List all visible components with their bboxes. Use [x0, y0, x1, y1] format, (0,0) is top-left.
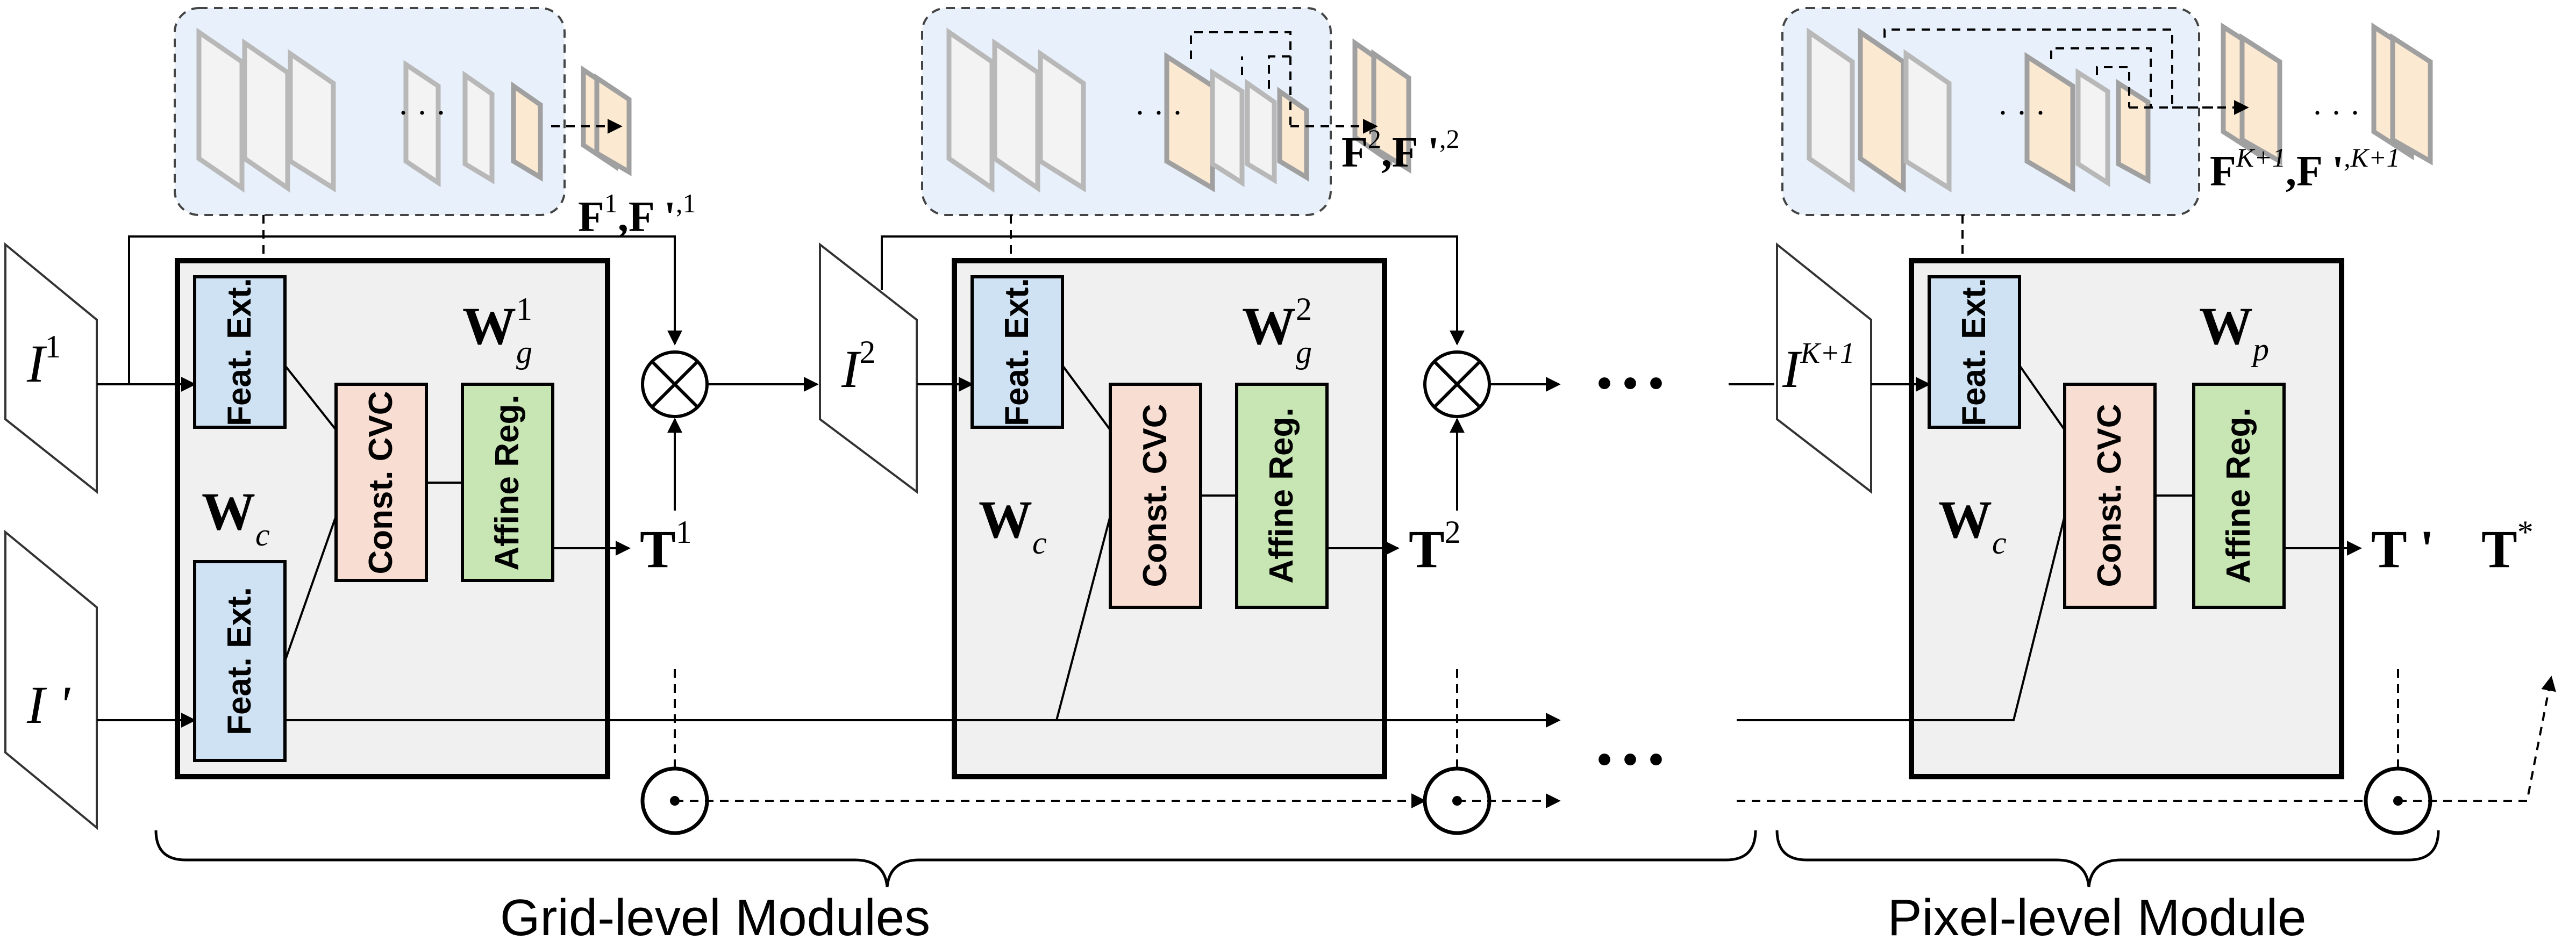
svg-text:F1,F ',1: F1,F ',1	[578, 188, 696, 241]
pixel-level-label: Pixel-level Module	[1887, 889, 2306, 946]
svg-text:IK+1: IK+1	[1782, 336, 1855, 399]
feat-ext-top-2	[971, 275, 1064, 429]
svg-text:I ': I '	[26, 675, 70, 735]
feature-ellipsis-4: · · ·	[2312, 95, 2360, 131]
input-image-1: I1	[4, 242, 98, 494]
svg-text:Affine Reg.: Affine Reg.	[2220, 407, 2257, 583]
feat-ext-top-1	[193, 275, 287, 429]
svg-text:I2: I2	[841, 334, 875, 399]
feature-panel-3: · · ·	[1781, 7, 2237, 216]
feat-ext-label: Feat. Ext.	[221, 278, 258, 426]
pixel-brace	[1775, 830, 2440, 887]
cost-volume-label: Const. CVC	[362, 391, 399, 575]
feat-ext-top-3	[1928, 275, 2021, 429]
grid-level-label: Grid-level Modules	[500, 889, 930, 946]
input-image-prime: I '	[4, 529, 98, 830]
grid-brace	[154, 830, 1757, 887]
affine-reg-3	[2192, 383, 2286, 609]
output-t1: T1	[640, 514, 692, 579]
input-image-k: IK+1	[1776, 242, 1872, 494]
feature-ellipsis-2: · · ·	[1134, 95, 1183, 131]
weight-c2: Wc	[979, 490, 1047, 561]
svg-text:FK+1,F ',K+1: FK+1,F ',K+1	[2210, 142, 2400, 195]
feature-label-prime-3: F '	[2296, 148, 2344, 195]
feature-label-3: F	[2210, 148, 2236, 195]
svg-text:Const. CVC: Const. CVC	[2091, 404, 2128, 587]
pixel-module: Feat. Ext. Const. CVC Affine Reg. Wp Wc	[1737, 258, 2344, 779]
final-output-tstar: T*	[2481, 514, 2534, 579]
ellipsis-top: • • •	[1597, 360, 1664, 407]
weight-c3: Wc	[1938, 490, 2007, 561]
feature-output-2: F2,F ',2	[1290, 38, 1460, 176]
weight-c1: Wc	[202, 482, 270, 553]
cost-volume-3	[2063, 383, 2157, 609]
svg-text:I1: I1	[26, 329, 61, 393]
affine-reg-2	[1235, 383, 1329, 609]
feature-label-prime-1: F '	[629, 193, 676, 241]
warp-operator-1	[641, 350, 709, 418]
input-image-2: I2	[819, 242, 918, 494]
svg-text:Feat. Ext.: Feat. Ext.	[1956, 278, 1993, 426]
output-tprime: T '	[2371, 519, 2435, 579]
feature-ellipsis-3: · · ·	[1997, 95, 2046, 131]
feature-ellipsis-1: · · ·	[398, 95, 446, 131]
affine-reg-label: Affine Reg.	[489, 394, 526, 570]
svg-text:Const. CVC: Const. CVC	[1137, 404, 1174, 587]
ellipsis-bottom: • • •	[1597, 736, 1664, 784]
feature-panel-1: · · ·	[174, 7, 566, 216]
cost-volume-2	[1109, 383, 1202, 609]
svg-text:Feat. Ext.: Feat. Ext.	[998, 278, 1036, 426]
feat-ext-bottom-1	[193, 560, 287, 762]
output-t2: T2	[1409, 514, 1461, 579]
feature-label-2: F	[1341, 129, 1368, 176]
warp-operator-2	[1423, 350, 1491, 418]
feature-label-prime-2: F '	[1392, 129, 1439, 176]
feature-output-3: · · · FK+1,F ',K+1	[2172, 22, 2433, 195]
svg-text:F2,F ',2: F2,F ',2	[1341, 124, 1460, 176]
svg-text:Feat. Ext.: Feat. Ext.	[221, 587, 258, 735]
svg-text:Affine Reg.: Affine Reg.	[1263, 407, 1300, 583]
feature-label-1: F	[578, 193, 604, 241]
grid-module-1: Feat. Ext. Feat. Ext. Const. CVC Affine …	[175, 258, 610, 779]
feature-output-1: F1,F ',1	[551, 65, 696, 241]
feature-panel-2: · · ·	[921, 7, 1332, 216]
weight-p: Wp	[2199, 296, 2269, 367]
